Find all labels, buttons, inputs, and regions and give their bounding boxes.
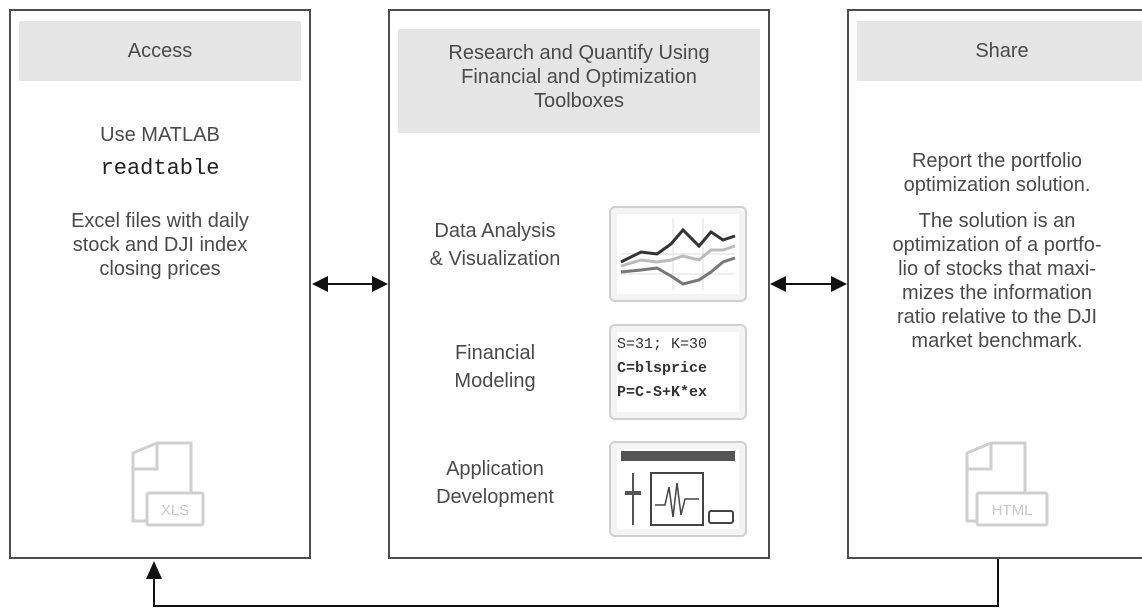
access-line1: Use MATLAB [100, 124, 220, 146]
share-report-line-2: optimization solution. [903, 174, 1091, 196]
share-desc-line-2: optimization of a portfo- [892, 234, 1102, 256]
xls-file-icon: XLS [131, 441, 205, 527]
share-desc-line-5: ratio relative to the DJI [896, 306, 1098, 328]
share-header: Share [857, 21, 1142, 81]
item-data-analysis-label-1: Data Analysis [434, 220, 556, 242]
double-arrow-access-research [312, 276, 388, 292]
access-command: readtable [100, 156, 220, 181]
research-panel: Research and Quantify Using Financial an… [388, 9, 770, 559]
double-arrow-research-share [770, 276, 847, 292]
xls-label: XLS [161, 502, 189, 519]
share-desc-line-6: market benchmark. [911, 330, 1083, 352]
access-desc-line-1: Excel files with daily [71, 210, 249, 232]
feedback-arrow-share-to-access [146, 559, 999, 607]
code-line-3: P=C-S+K*ex [617, 384, 708, 401]
html-file-icon: HTML [965, 441, 1049, 527]
access-desc-line-2: stock and DJI index [72, 234, 248, 256]
access-desc-line-3: closing prices [99, 258, 221, 280]
line-chart-tile [609, 206, 747, 302]
share-report-line-1: Report the portfolio [911, 150, 1083, 172]
share-panel: Share Report the portfolio optimization … [847, 9, 1142, 559]
code-line-2: C=blsprice [617, 360, 708, 377]
code-snippet-tile: S=31; K=30 C=blsprice P=C-S+K*ex [609, 324, 747, 420]
line-chart-icon [620, 218, 736, 290]
html-label: HTML [992, 502, 1033, 519]
code-line-1: S=31; K=30 [617, 336, 708, 353]
item-app-dev-label-1: Application [446, 458, 544, 480]
share-desc-line-4: mizes the information [901, 282, 1093, 304]
research-header: Research and Quantify Using Financial an… [398, 29, 760, 133]
research-title-line-3: Toolboxes [533, 90, 625, 112]
share-desc-line-1: The solution is an [918, 210, 1076, 232]
share-title: Share [975, 40, 1029, 62]
app-window-icon [621, 451, 735, 526]
access-title: Access [127, 40, 193, 62]
app-window-tile [609, 441, 747, 537]
share-desc-line-3: lio of stocks that maxi- [898, 258, 1096, 280]
research-title-line-2: Financial and Optimization [461, 66, 697, 88]
item-financial-label-2: Modeling [454, 370, 536, 392]
item-data-analysis-label-2: & Visualization [429, 248, 561, 270]
research-title-line-1: Research and Quantify Using [448, 42, 710, 64]
access-panel: Access Use MATLAB readtable Excel files … [9, 9, 311, 559]
item-financial-label-1: Financial [454, 342, 536, 364]
item-app-dev-label-2: Development [436, 486, 554, 508]
access-header: Access [19, 21, 301, 81]
